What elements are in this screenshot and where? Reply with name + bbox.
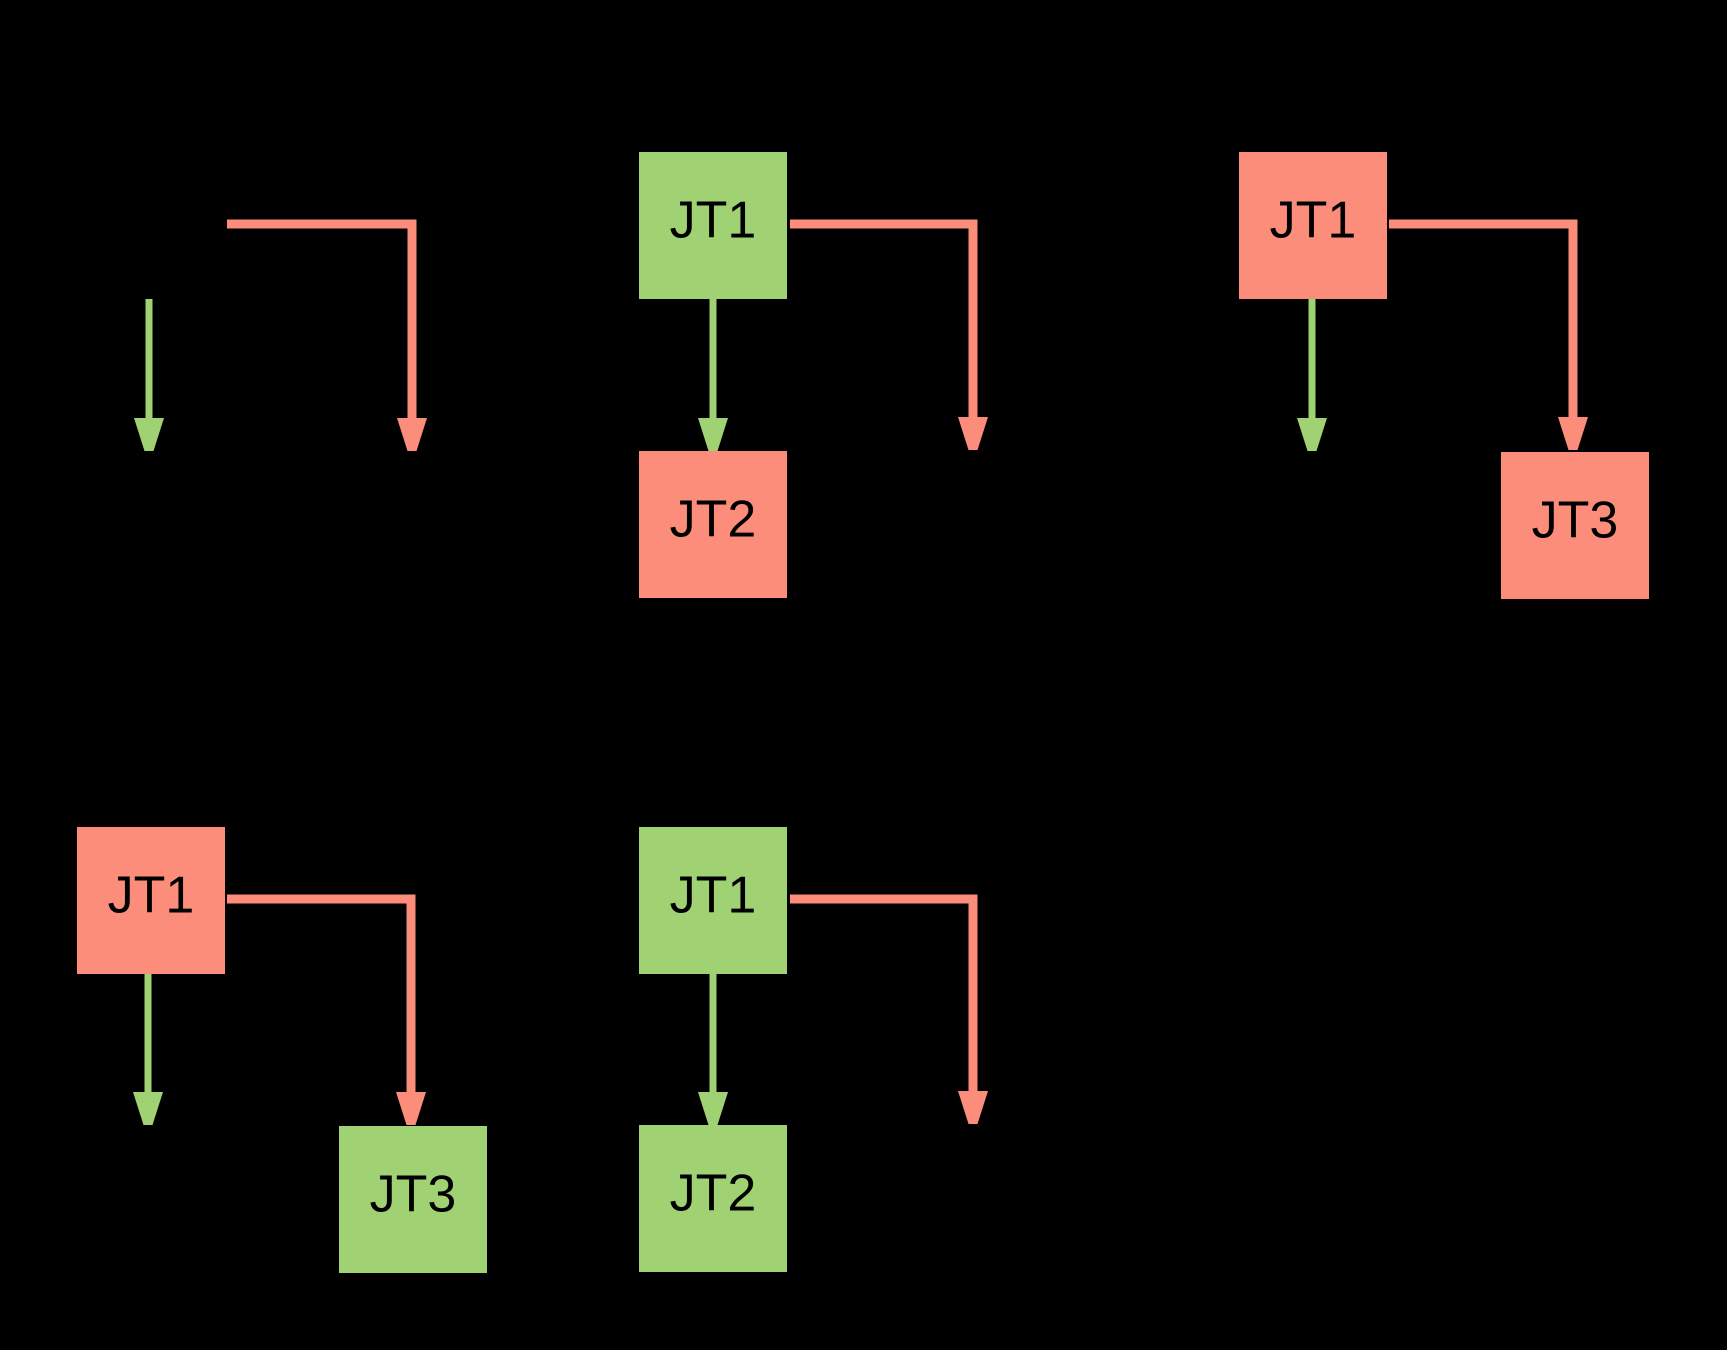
node-bottom-middle-jt2 — [639, 1125, 787, 1272]
red-arrow-stem — [1389, 219, 1578, 419]
node-top-middle-jt2 — [639, 451, 787, 598]
node-bottom-left-jt1 — [77, 827, 225, 974]
red-arrowhead-icon — [396, 1092, 426, 1125]
red-arrow-stem — [227, 894, 416, 1094]
diagram-top-left — [134, 219, 427, 451]
node-label: JT1 — [108, 867, 195, 925]
node-label: JT2 — [670, 491, 757, 549]
green-arrowhead-icon — [133, 1092, 163, 1125]
green-arrowhead-icon — [1297, 418, 1327, 451]
node-label: JT3 — [370, 1166, 457, 1224]
red-arrow-stem — [790, 894, 978, 1093]
node-top-middle-jt1 — [639, 152, 787, 299]
node-label: JT1 — [670, 192, 757, 250]
red-arrowhead-icon — [397, 418, 427, 451]
node-top-right-jt3 — [1501, 452, 1649, 599]
node-bottom-left-jt3 — [339, 1126, 487, 1273]
red-arrowhead-icon — [958, 417, 988, 450]
node-top-right-jt1 — [1239, 152, 1387, 299]
green-arrowhead-icon — [698, 1092, 728, 1125]
red-arrow-stem — [790, 219, 978, 419]
red-arrowhead-icon — [958, 1091, 988, 1124]
red-arrow-stem — [227, 219, 417, 420]
node-bottom-middle-jt1 — [639, 827, 787, 974]
node-label: JT3 — [1532, 492, 1619, 550]
node-label: JT1 — [670, 867, 757, 925]
green-arrowhead-icon — [698, 418, 728, 451]
node-label: JT1 — [1270, 192, 1357, 250]
green-arrowhead-icon — [134, 418, 164, 451]
red-arrowhead-icon — [1558, 417, 1588, 450]
node-label: JT2 — [670, 1165, 757, 1223]
